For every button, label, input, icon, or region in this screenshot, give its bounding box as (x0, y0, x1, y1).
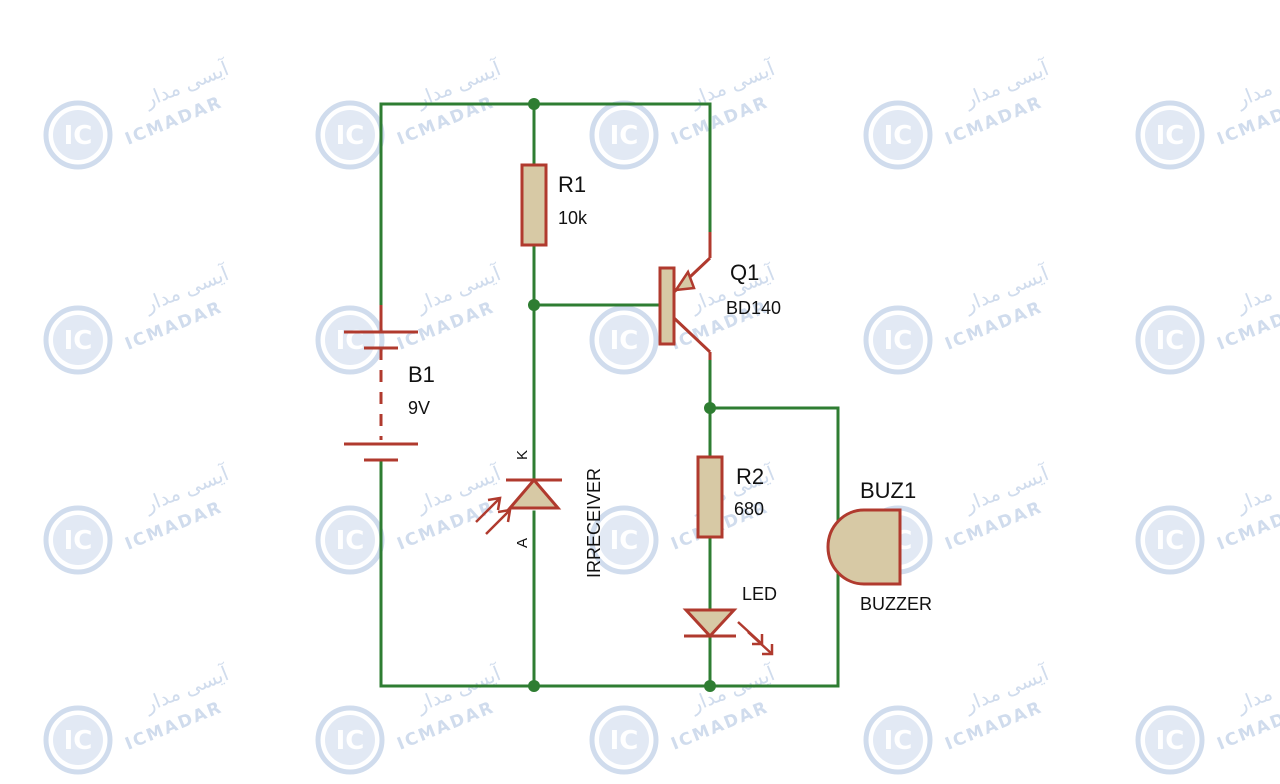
ir-receiver-label: IRRECEIVER (584, 468, 604, 578)
ir-receiver: K A IRRECEIVER (475, 450, 604, 578)
wire-top-rail (379, 102, 712, 307)
emitted-light-arrows-icon (737, 621, 774, 656)
buzzer-buz1: BUZ1 BUZZER (826, 478, 932, 614)
junction-dot (528, 299, 540, 311)
ir-pin-k-label: K (514, 450, 531, 460)
junction-dot (704, 680, 716, 692)
r2-ref-label: R2 (736, 464, 764, 489)
b1-ref-label: B1 (408, 362, 435, 387)
transistor-q1: Q1 BD140 (658, 232, 781, 360)
watermark-layer (46, 55, 1280, 772)
junction-dot (528, 680, 540, 692)
resistor-r1: R1 10k (520, 163, 588, 247)
wire-buzzer-top (708, 406, 840, 524)
led-ref-label: LED (742, 584, 777, 604)
q1-value-label: BD140 (726, 298, 781, 318)
led: LED (682, 584, 777, 656)
wire-battery-bottom (379, 458, 840, 688)
q1-ref-label: Q1 (730, 260, 759, 285)
wires (379, 102, 840, 688)
b1-value-label: 9V (408, 398, 430, 418)
incoming-light-arrows-icon (475, 496, 512, 535)
r1-ref-label: R1 (558, 172, 586, 197)
junction-dot (528, 98, 540, 110)
buz1-ref-label: BUZ1 (860, 478, 916, 503)
buz1-value-label: BUZZER (860, 594, 932, 614)
r2-value-label: 680 (734, 499, 764, 519)
battery-b1: B1 9V (344, 305, 435, 462)
resistor-r2: R2 680 (696, 455, 764, 539)
junctions (528, 98, 716, 692)
ir-pin-a-label: A (514, 538, 531, 548)
junction-dot (704, 402, 716, 414)
r1-value-label: 10k (558, 208, 588, 228)
